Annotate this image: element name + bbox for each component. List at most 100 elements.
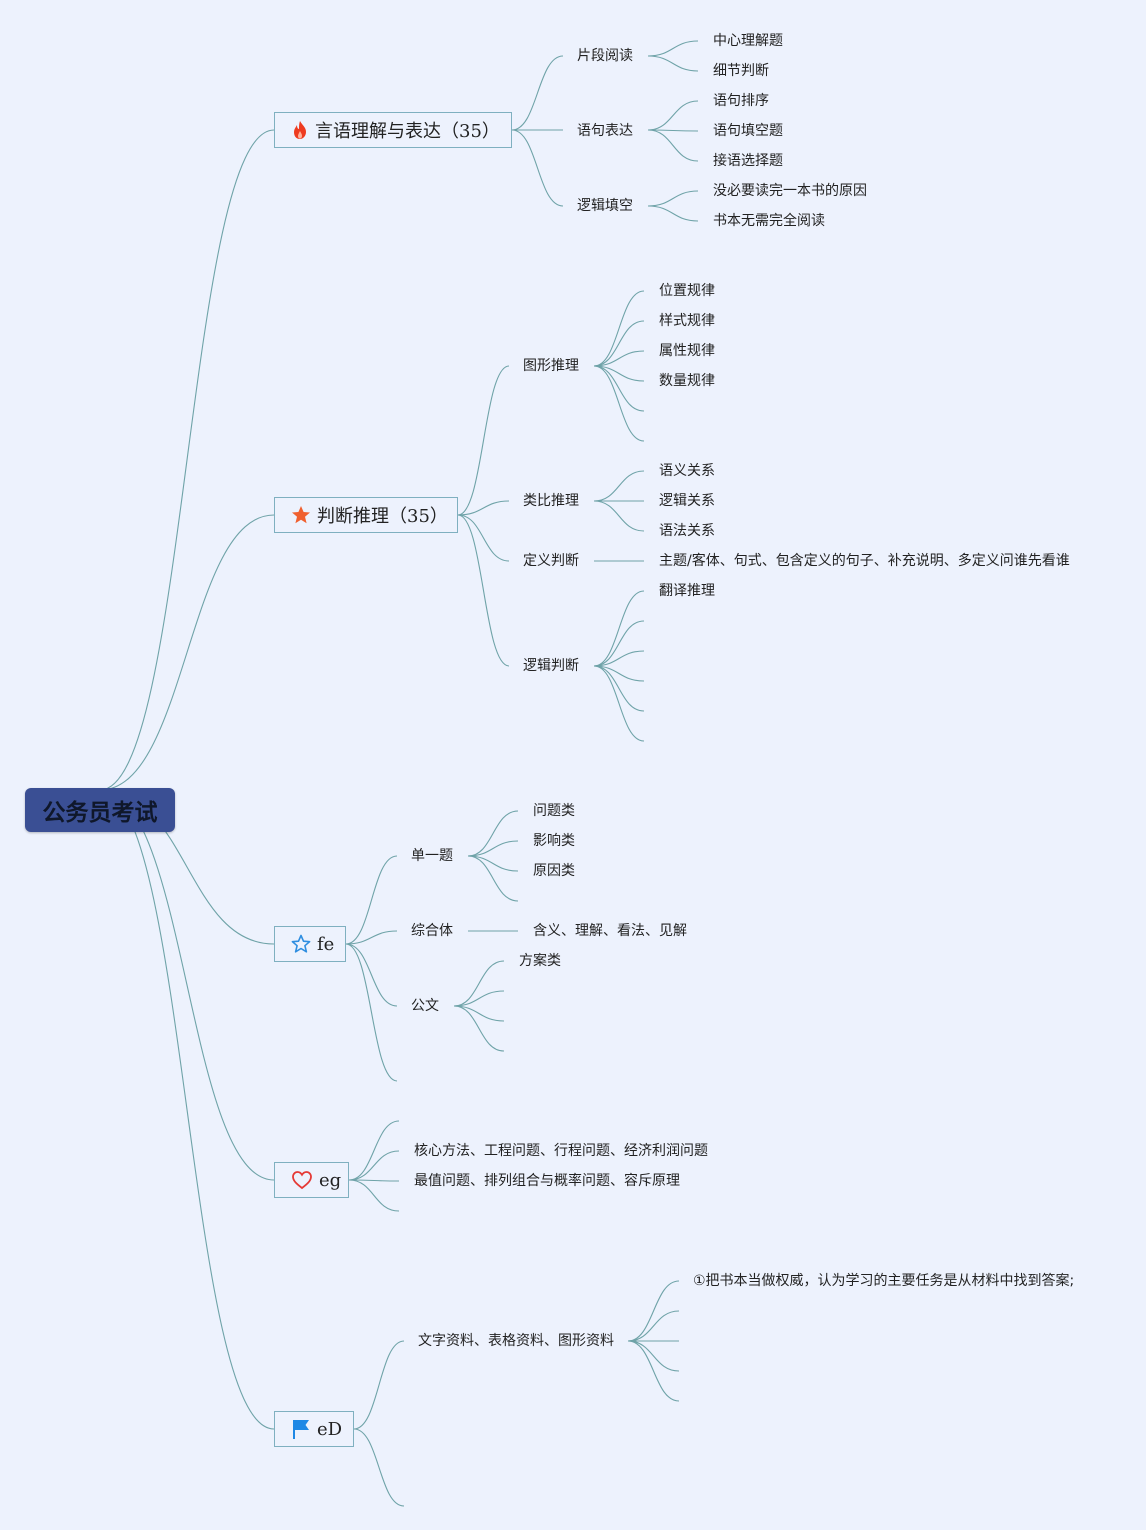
leaf-node[interactable]: 属性规律 <box>659 343 715 359</box>
connector-line <box>511 55 564 131</box>
connector-line <box>627 1340 680 1402</box>
topic-label: 判断推理（35） <box>317 506 448 527</box>
connector-line <box>593 665 645 682</box>
connector-line <box>647 40 699 57</box>
leaf-node[interactable]: 语义关系 <box>659 463 715 479</box>
connector-line <box>593 320 645 367</box>
connector-line <box>593 290 645 367</box>
connector-line <box>353 1340 405 1430</box>
star-icon <box>291 505 311 525</box>
connector-line <box>467 810 519 857</box>
leaf-node[interactable]: 语句排序 <box>713 93 769 109</box>
branch-node[interactable]: 单一题 <box>411 848 453 864</box>
branch-node[interactable]: 类比推理 <box>523 493 579 509</box>
branch-node[interactable]: 综合体 <box>411 923 453 939</box>
connector-line <box>593 665 645 742</box>
branch-node[interactable]: 片段阅读 <box>577 48 633 64</box>
topic-label: 言语理解与表达（35） <box>315 121 500 142</box>
fire-icon <box>291 120 309 140</box>
connector-line <box>593 665 645 712</box>
leaf-node[interactable]: 语法关系 <box>659 523 715 539</box>
connector-line <box>647 205 699 222</box>
connector-line <box>457 514 510 562</box>
root-node[interactable]: 公务员考试 <box>25 788 175 832</box>
connector-line <box>345 855 398 945</box>
connector-line <box>627 1280 680 1342</box>
branch-node[interactable]: 逻辑填空 <box>577 198 633 214</box>
leaf-node[interactable]: 书本无需完全阅读 <box>713 213 825 229</box>
connector-line <box>345 943 398 1007</box>
topic-ed[interactable]: eD <box>274 1411 354 1447</box>
connector-line <box>647 129 699 162</box>
leaf-node[interactable]: 方案类 <box>519 953 561 969</box>
connector-line <box>647 55 699 72</box>
leaf-node[interactable]: 中心理解题 <box>713 33 783 49</box>
leaf-node[interactable]: 问题类 <box>533 803 575 819</box>
connector-line <box>593 650 645 667</box>
topic-fe[interactable]: fe <box>274 926 346 962</box>
connector-line <box>345 930 398 945</box>
topic-judgement-reasoning[interactable]: 判断推理（35） <box>274 497 458 533</box>
topic-eg[interactable]: eg <box>274 1162 349 1198</box>
connector-line <box>99 514 275 791</box>
connector-line <box>593 365 645 412</box>
topic-label: eg <box>319 1169 342 1191</box>
leaf-node[interactable]: 样式规律 <box>659 313 715 329</box>
connector-line <box>99 129 275 791</box>
branch-node[interactable]: 图形推理 <box>523 358 579 374</box>
connector-line <box>593 365 645 382</box>
connector-line <box>593 365 645 442</box>
connector-line <box>593 470 645 502</box>
leaf-node[interactable]: 翻译推理 <box>659 583 715 599</box>
connector-line <box>453 960 505 1007</box>
connector-line <box>348 1179 400 1212</box>
connector-line <box>467 840 519 857</box>
connector-line <box>353 1428 405 1507</box>
connector-line <box>453 990 505 1007</box>
flag-icon <box>291 1418 311 1440</box>
branch-node[interactable]: 最值问题、排列组合与概率问题、容斥原理 <box>414 1173 680 1189</box>
topic-label: fe <box>317 933 335 955</box>
connector-line <box>467 855 519 902</box>
topic-language-expression[interactable]: 言语理解与表达（35） <box>274 112 512 148</box>
leaf-node[interactable]: 语句填空题 <box>713 123 783 139</box>
leaf-node[interactable]: ①把书本当做权威，认为学习的主要任务是从材料中找到答案; <box>693 1273 1075 1289</box>
connector-line <box>593 500 645 532</box>
connector-line <box>457 365 510 516</box>
leaf-node[interactable]: 原因类 <box>533 863 575 879</box>
connector-line <box>647 190 699 207</box>
connector-line <box>593 590 645 667</box>
connector-line <box>453 1005 505 1022</box>
connector-line <box>511 129 564 207</box>
leaf-node[interactable]: 含义、理解、看法、见解 <box>533 923 687 939</box>
connector-line <box>99 789 275 1181</box>
leaf-node[interactable]: 主题/客体、句式、包含定义的句子、补充说明、多定义问谁先看谁 <box>659 553 1070 569</box>
connector-line <box>593 620 645 667</box>
branch-node[interactable]: 公文 <box>411 998 439 1014</box>
branch-node[interactable]: 定义判断 <box>523 553 579 569</box>
branch-node[interactable]: 核心方法、工程问题、行程问题、经济利润问题 <box>414 1143 708 1159</box>
connector-line <box>647 100 699 131</box>
leaf-node[interactable]: 没必要读完一本书的原因 <box>713 183 867 199</box>
connector-line <box>348 1150 400 1181</box>
connector-line <box>457 500 510 516</box>
connector-line <box>99 789 275 1430</box>
connector-line <box>453 1005 505 1052</box>
leaf-node[interactable]: 数量规律 <box>659 373 715 389</box>
leaf-node[interactable]: 逻辑关系 <box>659 493 715 509</box>
leaf-node[interactable]: 接语选择题 <box>713 153 783 169</box>
connector-line <box>627 1310 680 1342</box>
connector-line <box>348 1120 400 1181</box>
connector-line <box>345 943 398 1082</box>
connector-line <box>467 855 519 872</box>
connector-line <box>627 1340 680 1372</box>
star-outline-icon <box>291 934 311 954</box>
leaf-node[interactable]: 位置规律 <box>659 283 715 299</box>
topic-label: eD <box>317 1418 343 1440</box>
branch-node[interactable]: 语句表达 <box>577 123 633 139</box>
branch-node[interactable]: 文字资料、表格资料、图形资料 <box>418 1333 614 1349</box>
leaf-node[interactable]: 细节判断 <box>713 63 769 79</box>
leaf-node[interactable]: 影响类 <box>533 833 575 849</box>
branch-node[interactable]: 逻辑判断 <box>523 658 579 674</box>
